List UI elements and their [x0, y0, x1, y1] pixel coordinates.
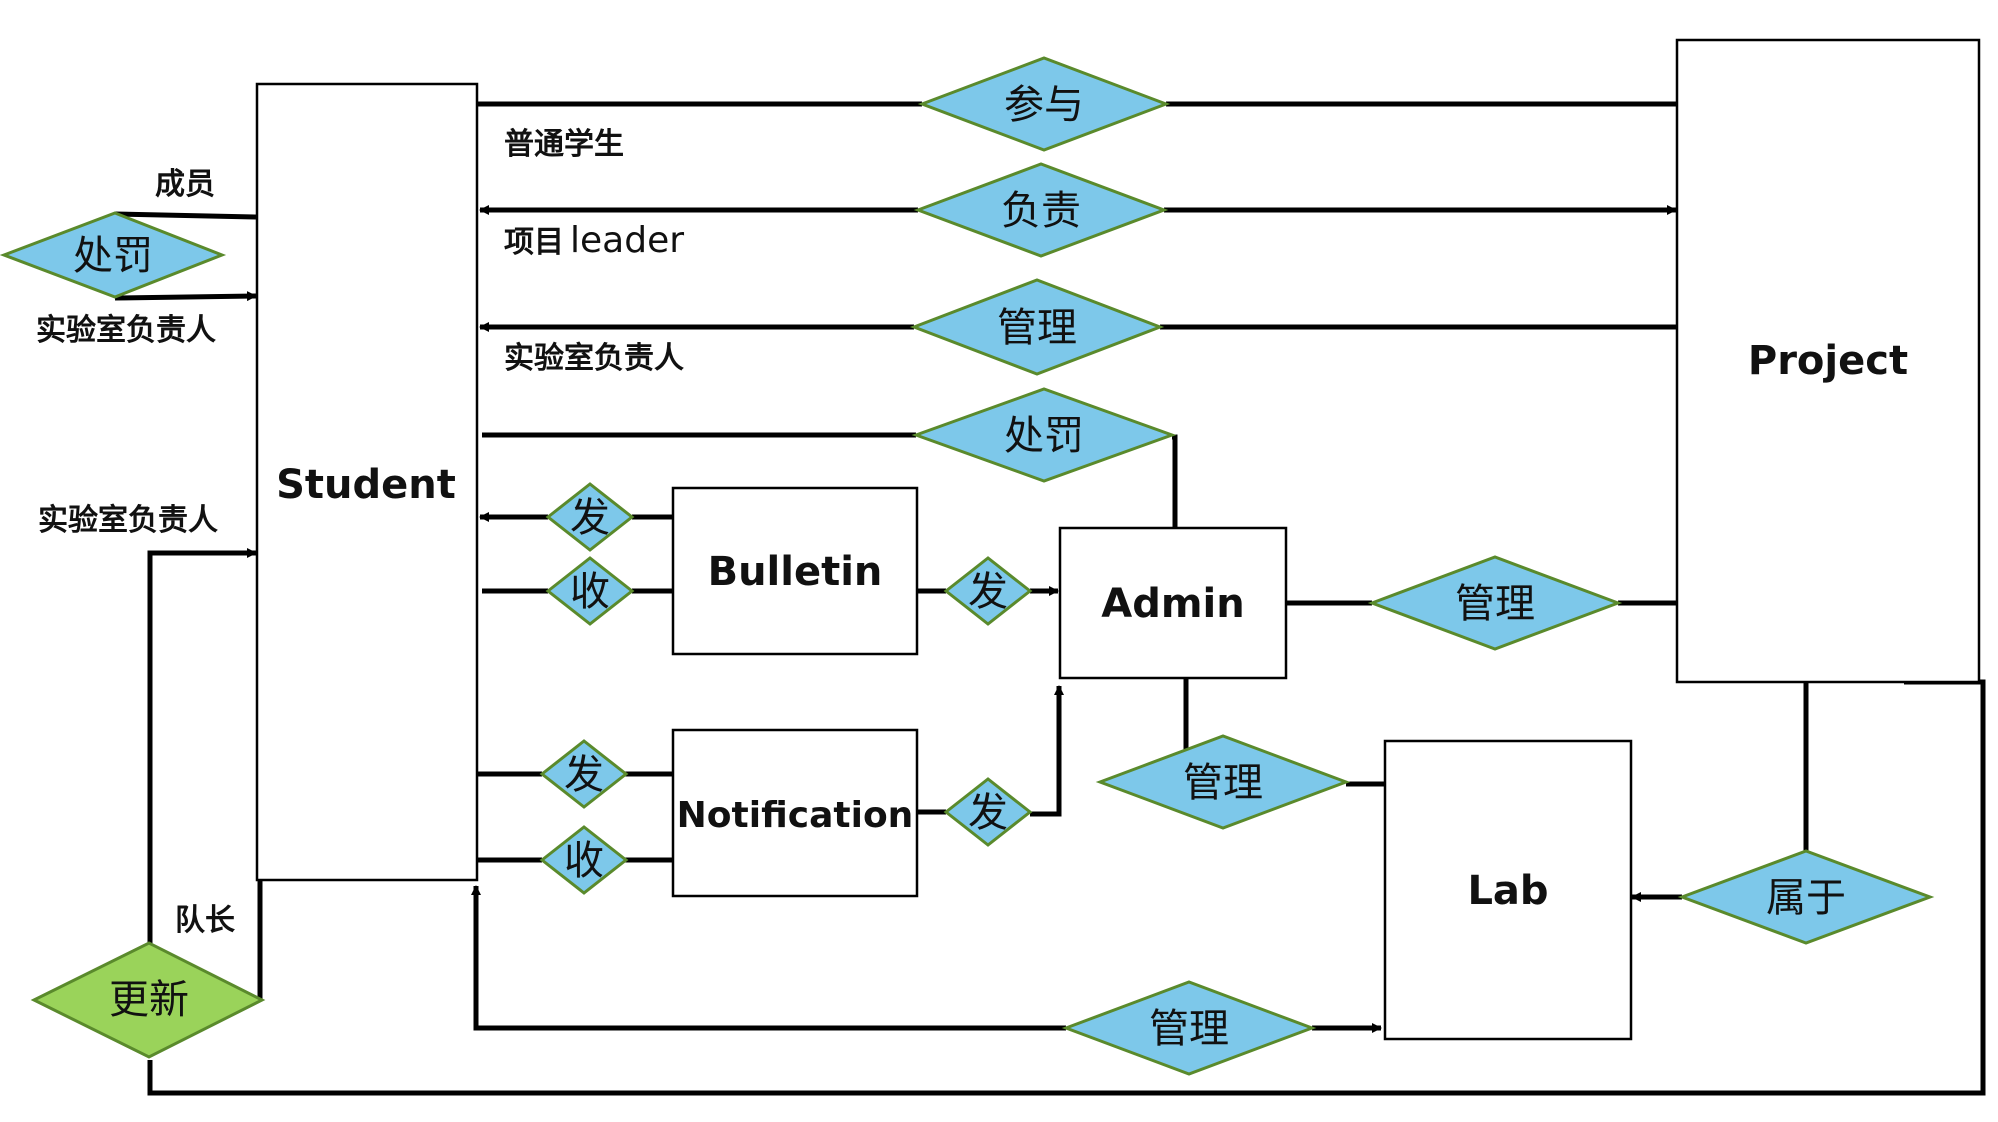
rel-punish-self-label: 处罚	[73, 233, 153, 279]
entity-student: Student	[255, 82, 479, 882]
rel-send-label: 发	[564, 752, 604, 798]
rel-admin-manage-lab: 管理	[1095, 734, 1351, 830]
rel-notification-send-admin: 发	[943, 777, 1033, 847]
rel-send-label: 发	[968, 569, 1008, 615]
role-ordinary-student: 普通学生	[504, 127, 624, 162]
rel-receive-label: 收	[564, 838, 604, 884]
rel-student-manage-lab: 管理	[1061, 980, 1317, 1076]
rel-send-label: 发	[968, 790, 1008, 836]
entity-admin-label: Admin	[1101, 581, 1244, 627]
entity-lab: Lab	[1383, 739, 1633, 1041]
role-member: 成员	[155, 167, 215, 202]
rel-student-receive-bulletin: 收	[545, 556, 635, 626]
entity-notification: Notification	[671, 728, 919, 898]
rel-participate: 参与	[917, 56, 1171, 152]
role-lab-head-3: 实验室负责人	[38, 503, 218, 538]
rel-responsible-label: 负责	[1001, 188, 1081, 234]
rel-manage-label: 管理	[1183, 760, 1263, 806]
entity-lab-label: Lab	[1467, 868, 1548, 914]
rel-student-send-notification: 发	[539, 739, 629, 809]
rel-bulletin-send-admin: 发	[943, 556, 1033, 626]
rel-update: 更新	[30, 941, 266, 1059]
rel-belongs-label: 属于	[1766, 875, 1846, 921]
entity-bulletin: Bulletin	[671, 486, 919, 656]
role-captain: 队长	[175, 903, 235, 938]
entity-bulletin-label: Bulletin	[708, 549, 883, 595]
rel-participate-label: 参与	[1004, 82, 1084, 128]
rel-punish-admin: 处罚	[911, 387, 1177, 483]
rel-send-label: 发	[570, 495, 610, 541]
rel-manage-label: 管理	[1149, 1006, 1229, 1052]
rel-manage-label: 管理	[1455, 581, 1535, 627]
entity-student-label: Student	[276, 462, 456, 508]
rel-punish-admin-label: 处罚	[1004, 413, 1084, 459]
role-lab-head-1: 实验室负责人	[504, 341, 684, 376]
role-lab-head-2: 实验室负责人	[36, 313, 216, 348]
entity-project: Project	[1675, 38, 1981, 684]
rel-student-send-bulletin: 发	[545, 482, 635, 552]
rel-responsible: 负责	[913, 162, 1169, 258]
rel-manage-project-lab: 管理	[909, 278, 1165, 376]
rel-admin-manage-project: 管理	[1367, 555, 1623, 651]
rel-punish-self: 处罚	[0, 211, 227, 299]
rel-student-receive-notification: 收	[539, 825, 629, 895]
entity-project-label: Project	[1748, 338, 1908, 384]
entity-notification-label: Notification	[677, 795, 914, 836]
entity-admin: Admin	[1058, 526, 1288, 680]
rel-receive-label: 收	[570, 569, 610, 615]
rel-belongs-to: 属于	[1677, 849, 1935, 945]
rel-manage-label: 管理	[997, 305, 1077, 351]
rel-update-label: 更新	[109, 977, 189, 1023]
relationships: 参与 负责 管理 处罚 发 收 发 管理	[0, 56, 1935, 1076]
